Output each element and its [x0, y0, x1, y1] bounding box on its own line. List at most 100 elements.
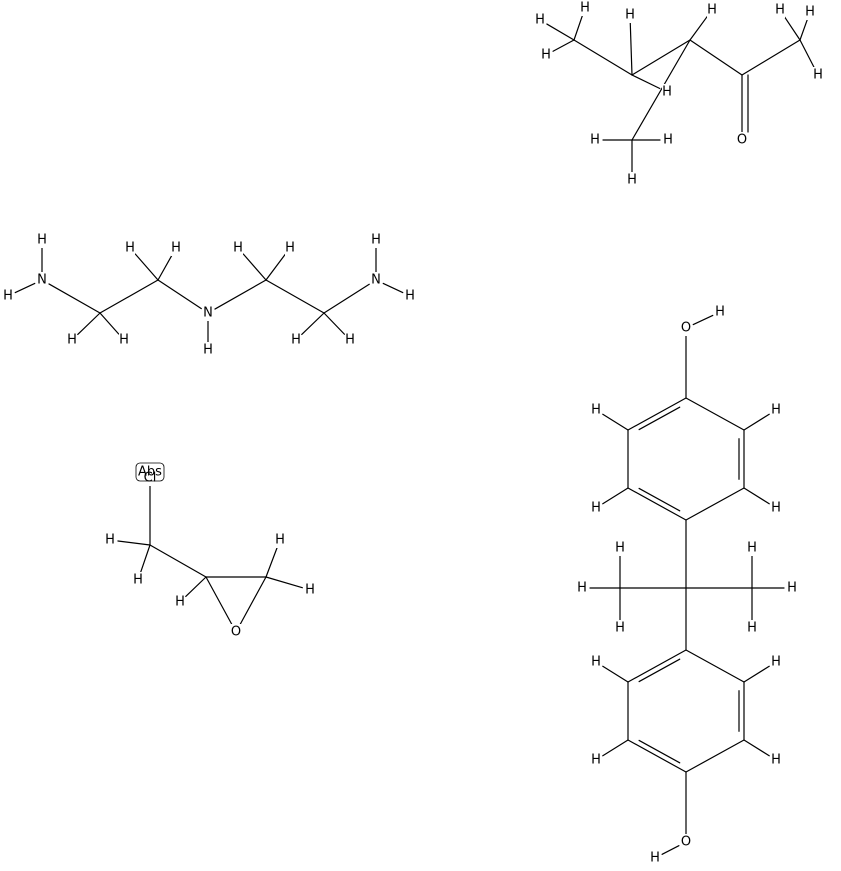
methyl-isobutyl-ketone-bond-c5-h8: [799, 18, 808, 41]
diethylenetriamine-bond-a2-dh6: [157, 254, 173, 281]
atom-nitrogen: N: [371, 272, 381, 288]
bisphenol-a-bond-r5-bh4: [743, 487, 770, 505]
atom-label-background: [275, 532, 285, 548]
atom-hydrogen: H: [591, 752, 601, 768]
atom-label-background: [577, 580, 587, 596]
atom-hydrogen-text: H: [133, 573, 143, 588]
atom-hydrogen: H: [771, 500, 781, 516]
atom-label-background: [119, 332, 129, 348]
atom-hydrogen: H: [662, 84, 672, 100]
atom-hydrogen-text: H: [541, 48, 551, 63]
atom-hydrogen-text: H: [591, 753, 601, 768]
atom-label-background: [371, 272, 381, 288]
atom-oxygen-text: O: [737, 133, 747, 148]
atom-label-background: [771, 402, 781, 418]
atom-hydrogen: H: [345, 332, 355, 348]
atom-hydrogen-text: H: [627, 173, 637, 188]
atom-hydrogen-text: H: [291, 333, 301, 348]
atom-hydrogen-text: H: [591, 501, 601, 516]
atom-label-background: [771, 654, 781, 670]
atom-label-background: [233, 240, 243, 256]
atom-chlorine-text: Cl: [144, 471, 157, 486]
atom-label-background: [591, 752, 601, 768]
atom-label-background: [681, 320, 691, 336]
atom-hydrogen-text: H: [747, 621, 757, 636]
atom-label-background: [663, 132, 673, 148]
atom-hydrogen-text: H: [715, 305, 725, 320]
atom-label-background: [615, 540, 625, 556]
atom-hydrogen: H: [615, 540, 625, 556]
diethylenetriamine-bond-a1-a2: [99, 279, 159, 314]
atom-hydrogen-text: H: [3, 289, 13, 304]
atom-oxygen: O: [681, 320, 691, 336]
atom-label-background: [747, 540, 757, 556]
atom-hydrogen: H: [580, 0, 590, 16]
diethylenetriamine-bond-a4-n3: [323, 283, 370, 314]
diethylenetriamine-bond-a1-dh4: [99, 312, 120, 335]
atom-hydrogen-text: H: [771, 403, 781, 418]
stereo-label-abs: Abs: [135, 462, 165, 482]
atom-hydrogen: H: [405, 288, 415, 304]
atom-hydrogen: H: [105, 532, 115, 548]
bisphenol-a-bond-r6-bh2: [743, 413, 770, 431]
methyl-isobutyl-ketone-bond-c3-h6: [689, 15, 708, 41]
atom-hydrogen: H: [175, 594, 185, 610]
atom-hydrogen: H: [615, 620, 625, 636]
atom-oxygen-text: O: [681, 835, 691, 850]
atom-oxygen: O: [231, 624, 241, 640]
atom-hydrogen-text: H: [707, 3, 717, 18]
atom-nitrogen-text: N: [371, 273, 381, 288]
diethylenetriamine-bond-a4-dh11: [323, 312, 346, 335]
atom-hydrogen-text: H: [747, 541, 757, 556]
atom-hydrogen: H: [305, 582, 315, 598]
atom-label-background: [650, 850, 660, 866]
diethylenetriamine-bond-a3-dh8: [242, 253, 267, 281]
bisphenol-a-bond-s3-bh13: [602, 739, 629, 757]
diethylenetriamine-bond-a3-dh9: [265, 253, 286, 281]
epichlorohydrin-bond-e2-eh3: [185, 576, 207, 598]
atom-hydrogen: H: [590, 132, 600, 148]
atom-oxygen-text: O: [681, 321, 691, 336]
atom-label-background: [775, 2, 785, 18]
atom-label-background: [805, 4, 815, 20]
atom-label-background: [285, 240, 295, 256]
bisphenol-a-bond-r2-bh1: [602, 413, 629, 431]
atom-hydrogen-text: H: [345, 333, 355, 348]
atom-hydrogen: H: [747, 540, 757, 556]
diethylenetriamine-bond-n2-a3: [214, 279, 267, 310]
atom-hydrogen-text: H: [662, 85, 672, 100]
atom-hydrogen: H: [125, 240, 135, 256]
atom-label-background: [535, 12, 545, 28]
stereo-label-abs-text: Abs: [138, 465, 162, 480]
atom-hydrogen: H: [591, 654, 601, 670]
atom-hydrogen-text: H: [775, 3, 785, 18]
bisphenol-a-bond-s3-s4-inner: [638, 739, 681, 764]
atom-hydrogen-text: H: [591, 655, 601, 670]
atom-hydrogen-text: H: [233, 241, 243, 256]
diethylenetriamine-bond-n1-dh2: [14, 282, 36, 294]
atom-nitrogen-text: N: [203, 306, 213, 321]
methyl-isobutyl-ketone-bond-c2-h5: [631, 74, 661, 90]
atom-hydrogen-text: H: [119, 333, 129, 348]
atom-label-background: [813, 67, 823, 83]
methyl-isobutyl-ketone-bond-c5-h9: [799, 39, 815, 69]
atom-label-background: [615, 620, 625, 636]
atom-label-background: [67, 332, 77, 348]
epichlorohydrin-bond-e1-e2: [149, 544, 207, 578]
epichlorohydrin-bond-e3-eh5: [265, 576, 303, 589]
atom-hydrogen-text: H: [591, 403, 601, 418]
atom-hydrogen: H: [625, 7, 635, 23]
atom-hydrogen-text: H: [125, 241, 135, 256]
atom-hydrogen-text: H: [771, 655, 781, 670]
atom-hydrogen-text: H: [105, 533, 115, 548]
atom-hydrogen: H: [771, 402, 781, 418]
atom-hydrogen: H: [627, 172, 637, 188]
atom-hydrogen: H: [813, 67, 823, 83]
atom-hydrogen-text: H: [615, 541, 625, 556]
atom-label-background: [175, 594, 185, 610]
atom-hydrogen: H: [771, 752, 781, 768]
atom-hydrogen: H: [171, 240, 181, 256]
atom-hydrogen-text: H: [305, 583, 315, 598]
atom-hydrogen: H: [291, 332, 301, 348]
